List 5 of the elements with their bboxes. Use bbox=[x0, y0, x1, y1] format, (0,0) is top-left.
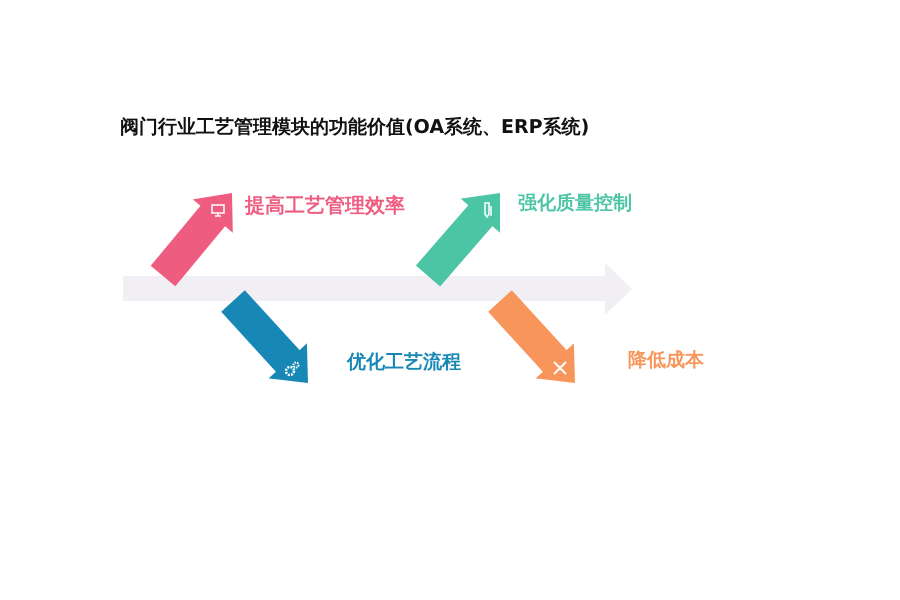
benefit-label: 提高工艺管理效率 bbox=[245, 195, 405, 215]
benefit-label: 强化质量控制 bbox=[518, 194, 632, 213]
benefit-label: 降低成本 bbox=[628, 351, 704, 370]
benefit-label: 优化工艺流程 bbox=[347, 353, 461, 372]
title: 阀门行业工艺管理模块的功能价值(OA系统、ERP系统) bbox=[120, 118, 590, 137]
